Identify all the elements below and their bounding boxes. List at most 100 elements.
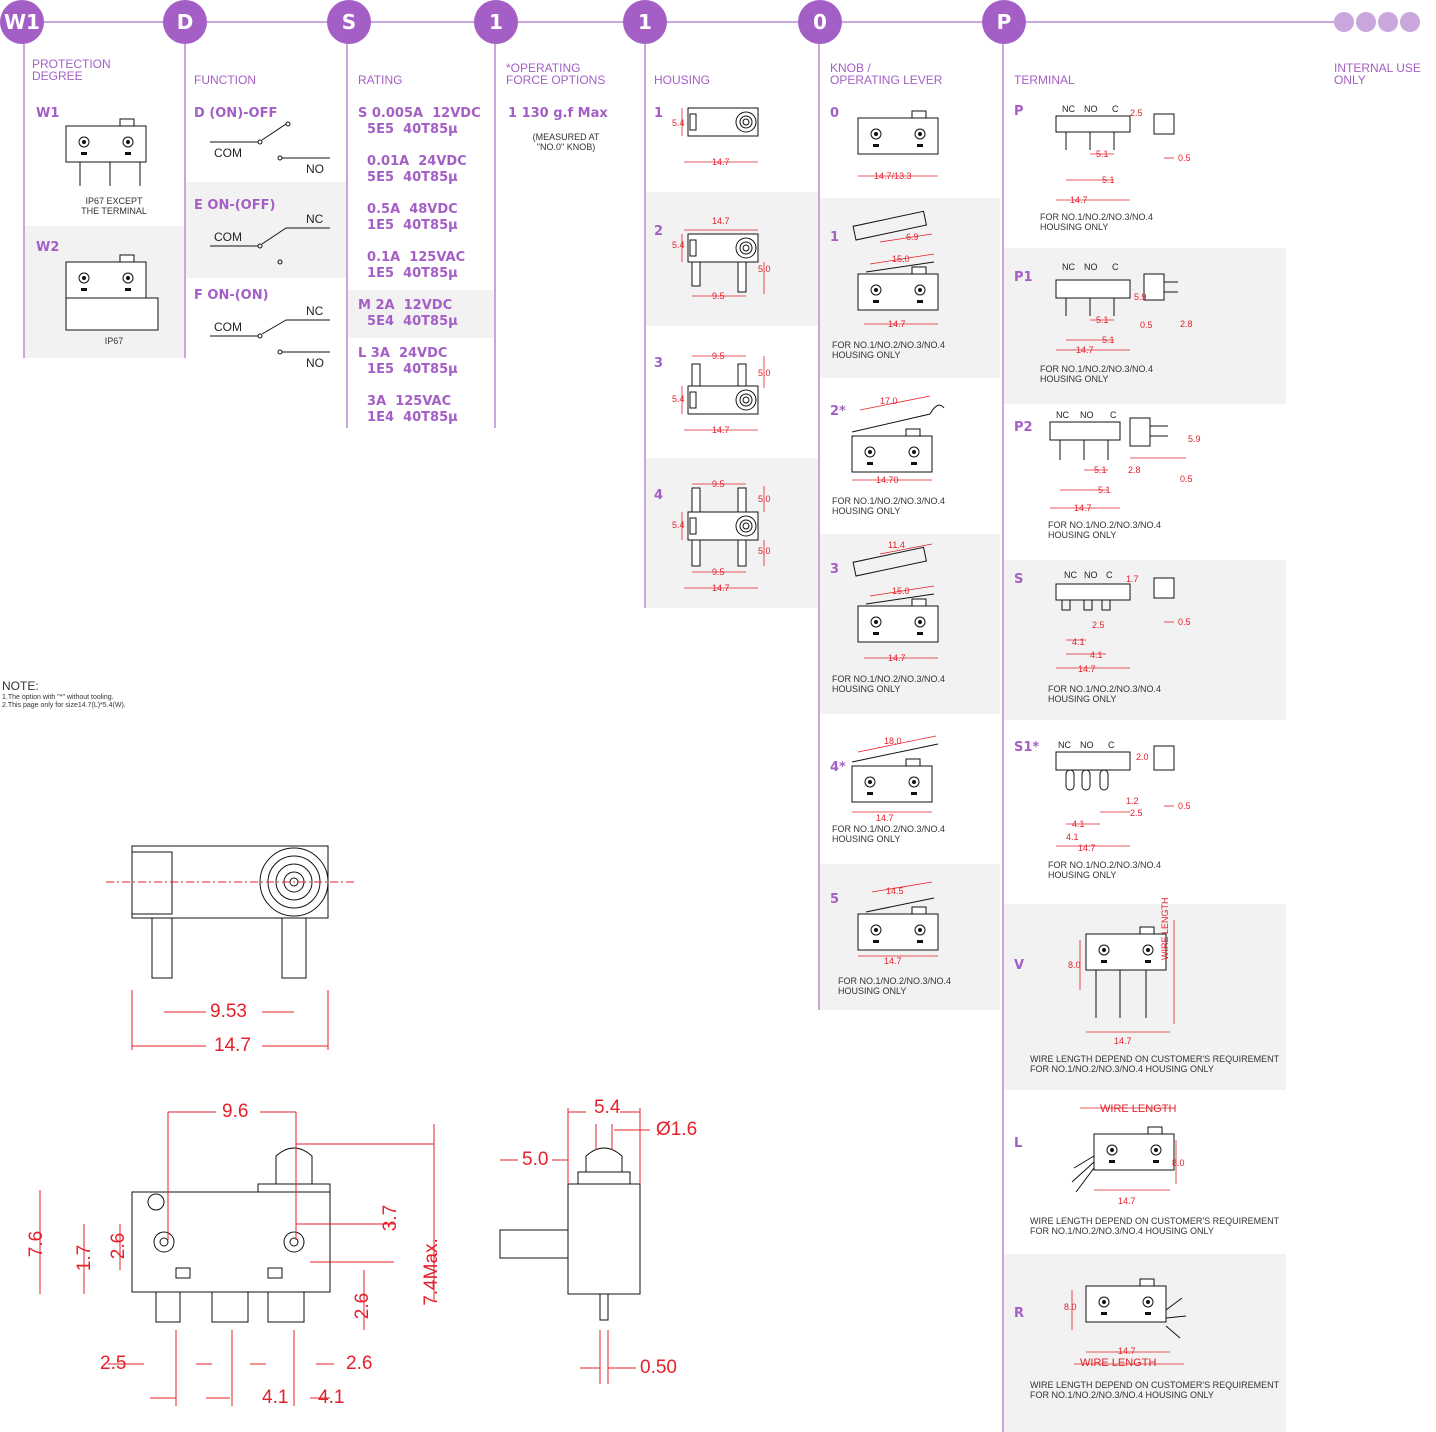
housing-2-width-dim: 14.7 [712,216,730,226]
function-e-code: E ON-(OFF) [194,198,276,213]
main-hole-bottom-dim: 2.6 [352,1292,374,1320]
terminal-s1-pitch2-dim: 4.1 [1066,832,1079,842]
terminal-p1-pin-dim: 0.5 [1140,320,1153,330]
rating-s-2: 0.01A 24VDC 5E5 40T85µ [367,154,467,185]
function-d-com: COM [214,146,242,160]
main-max-height-dim: 7.4Max. [420,1238,442,1306]
housing-3-pin-dim: 5.0 [758,368,771,378]
terminal-r-height-dim: 8.0 [1064,1302,1077,1312]
terminal-p-pitch1-dim: 5.1 [1096,149,1109,159]
terminal-l-code: L [1014,1136,1023,1151]
knob-2-width-dim: 14.70 [876,475,899,485]
terminal-p2-height-dim: 5.9 [1188,434,1201,444]
function-d-no: NO [306,162,324,176]
terminal-l-height-dim: 8.0 [1172,1158,1185,1168]
terminal-s1-code: S1* [1014,740,1040,755]
terminal-p2-only-note: FOR NO.1/NO.2/NO.3/NO.4 HOUSING ONLY [1048,520,1162,540]
terminal-p1-bend-dim: 2.8 [1180,319,1193,329]
terminal-p-only-note: FOR NO.1/NO.2/NO.3/NO.4 HOUSING ONLY [1040,212,1154,232]
main-hole-offset-dim: 1.7 [74,1244,96,1272]
terminal-p2-pitch2-dim: 5.1 [1098,485,1111,495]
protection-w2-code: W2 [36,240,60,255]
main-pin-pitch-dim: 9.53 [210,1001,247,1022]
code-s-circle: S [327,0,371,44]
housing-2-pitch-dim: 9.5 [712,291,725,301]
function-f-com: COM [214,320,242,334]
header-housing: HOUSING [654,73,711,87]
terminal-p2-pitch1-dim: 5.1 [1094,465,1107,475]
knob-1-lever-dim: 6.9 [906,232,919,242]
rating-s-3: 0.5A 48VDC 1E5 40T85µ [367,202,458,233]
terminal-p1-width-dim: 14.7 [1076,345,1094,355]
housing-3-height-dim: 5.4 [672,394,685,404]
header-function: FUNCTION [194,73,256,87]
terminal-s1-height-dim: 2.0 [1136,752,1149,762]
terminal-s-height-dim: 1.7 [1126,574,1139,584]
code-1b-circle: 1 [623,0,667,44]
knob-4-length-dim: 18.0 [884,736,902,746]
terminal-p2-no: NO [1080,410,1094,420]
terminal-v-code: V [1014,958,1025,973]
main-pin-thickness-dim: 0.50 [640,1357,677,1378]
knob-5-code: 5 [830,892,840,907]
terminal-p1-no: NO [1084,262,1098,272]
terminal-v-width-dim: 14.7 [1114,1036,1132,1046]
function-f-no: NO [306,356,324,370]
terminal-s1-no: NO [1080,740,1094,750]
housing-4-pin-bottom-dim: 5.0 [758,546,771,556]
main-width-dim: 5.4 [594,1097,621,1118]
function-d-code: D (ON)-OFF [194,106,278,121]
housing-2-height-dim: 5.4 [672,240,685,250]
knob-4-width-dim: 14.7 [876,813,894,823]
terminal-s1-c: C [1108,740,1115,750]
terminal-s-pitch2-dim: 4.1 [1090,650,1103,660]
terminal-s-pitch1-dim: 4.1 [1072,637,1085,647]
knob-1-width-dim: 14.7 [888,319,906,329]
main-pitch-right-dim: 4.1 [318,1387,345,1408]
knob-1-code: 1 [830,230,840,245]
terminal-v-wire-note: WIRE LENGTH DEPEND ON CUSTOMER'S REQUIRE… [1030,1054,1280,1074]
knob-3-length-dim: 15.0 [892,586,910,596]
terminal-s-nc: NC [1064,570,1077,580]
knob-2-only-note: FOR NO.1/NO.2/NO.3/NO.4 HOUSING ONLY [832,496,946,516]
knob-5-length-dim: 14.5 [886,886,904,896]
terminal-s-pad-dim: 2.5 [1092,620,1105,630]
header-protection: PROTECTION DEGREE [32,57,111,83]
terminal-p1-pitch1-dim: 5.1 [1096,315,1109,325]
terminal-v-height-dim: 8.0 [1068,960,1081,970]
terminal-p-c: C [1112,104,1119,114]
knob-1-length-dim: 15.0 [892,254,910,264]
terminal-l-width-dim: 14.7 [1118,1196,1136,1206]
knob-3-code: 3 [830,562,840,577]
terminal-v-wire-label: WIRE LENGTH [1160,897,1170,960]
terminal-s-code: S [1014,572,1024,587]
terminal-s-no: NO [1084,570,1098,580]
terminal-p-width-dim: 14.7 [1070,195,1088,205]
code-0-circle: 0 [798,0,842,44]
code-w1-circle: W1 [0,0,44,44]
terminal-l-wire-label: WIRE LENGTH [1100,1103,1177,1115]
knob-3-lever-dim: 11.4 [888,540,905,550]
housing-3-width-dim: 14.7 [712,425,730,435]
main-actuator-height-dim: 3.7 [380,1204,402,1232]
terminal-p1-nc: NC [1062,262,1075,272]
knob-0-dim: 14.7/13.3 [874,171,912,181]
protection-w2-desc: IP67 [104,336,124,346]
terminal-s-c: C [1106,570,1113,580]
main-height-dim: 7.6 [26,1230,48,1258]
terminal-s-width-dim: 14.7 [1078,664,1096,674]
protection-w1-code: W1 [36,106,60,121]
knob-3-width-dim: 14.7 [888,653,906,663]
housing-4-height-dim: 5.4 [672,520,685,530]
knob-1-only-note: FOR NO.1/NO.2/NO.3/NO.4 HOUSING ONLY [832,340,946,360]
function-e-com: COM [214,230,242,244]
knob-5-only-note: FOR NO.1/NO.2/NO.3/NO.4 HOUSING ONLY [838,976,952,996]
rating-l-2: 3A 125VAC 1E4 40T85µ [367,394,458,425]
header-internal: INTERNAL USE ONLY [1334,61,1421,87]
housing-1-code: 1 [654,106,664,121]
terminal-p2-bend-dim: 2.8 [1128,465,1141,475]
terminal-s1-nc: NC [1058,740,1071,750]
terminal-p-code: P [1014,104,1024,119]
rating-m: M 2A 12VDC 5E4 40T85µ [358,298,458,329]
